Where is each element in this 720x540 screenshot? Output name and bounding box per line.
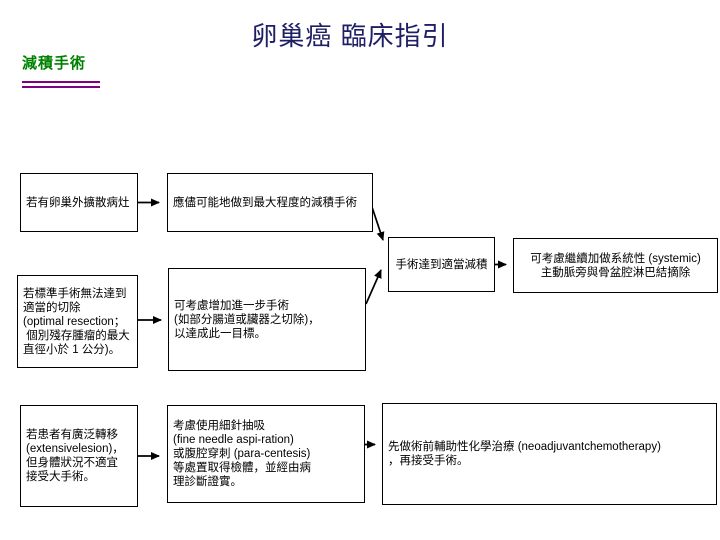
heading-underline-top (22, 81, 100, 83)
box-text-line: 主動脈旁與骨盆腔淋巴結摘除 (540, 266, 691, 279)
box-text-line: 直徑小於 1 公分)。 (23, 343, 121, 356)
page-title: 卵巢癌 臨床指引 (251, 21, 449, 51)
flow-box-extra-ovarian-spread: 若有卵巢外擴散病灶 (20, 173, 138, 232)
box-text-line: 可考慮繼續加做系統性 (systemic) (530, 252, 701, 265)
arrow-b-to-e (371, 206, 385, 241)
box-text-line: 但身體狀況不適宜 (26, 457, 118, 469)
flow-box-extensive-lesion: 若患者有廣泛轉移 (extensivelesion)， 但身體狀況不適宜 接受大… (20, 405, 138, 507)
section-heading: 減積手術 (22, 55, 87, 72)
box-text-line: (extensivelesion)， (26, 443, 124, 455)
heading-underline-bottom (22, 86, 100, 88)
flow-box-suboptimal-resection: 若標準手術無法達到 適當的切除 (optimal resection； 個別殘存… (17, 275, 138, 368)
box-text-line: 可考慮增加進一步手術 (174, 299, 289, 312)
box-text-line: (fine needle aspi-ration) (173, 434, 294, 446)
flow-box-neoadjuvant-chemo: 先做術前輔助性化學治療 (neoadjuvantchemotherapy) ，再… (382, 403, 717, 505)
arrow-d-to-e (365, 269, 382, 305)
box-text-line: 若有卵巢外擴散病灶 (26, 196, 130, 209)
box-text-line: 應儘可能地做到最大程度的減積手術 (173, 196, 357, 209)
flow-box-maximal-debulking: 應儘可能地做到最大程度的減積手術 (167, 173, 373, 232)
box-text-line: 手術達到適當減積 (395, 258, 488, 271)
box-text-line: 考慮使用細針抽吸 (173, 420, 265, 432)
box-text-line: ，再接受手術。 (388, 455, 469, 467)
box-text-line: 理診斷證實。 (173, 476, 242, 488)
box-text-line: 先做術前輔助性化學治療 (neoadjuvantchemotherapy) (388, 441, 661, 453)
flow-box-adequate-debulking: 手術達到適當減積 (388, 237, 495, 292)
box-text-line: (optimal resection； (23, 315, 126, 328)
box-text-line: 等處置取得檢體，並經由病 (173, 462, 311, 474)
flow-box-lymph-node-removal: 可考慮繼續加做系統性 (systemic) 主動脈旁與骨盆腔淋巴結摘除 (513, 238, 718, 293)
flow-box-additional-surgery: 可考慮增加進一步手術 (如部分腸道或臟器之切除)， 以達成此一目標。 (168, 268, 366, 371)
box-text-line: 個別殘存腫瘤的最大 (23, 329, 130, 342)
flow-box-fna-paracentesis: 考慮使用細針抽吸 (fine needle aspi-ration) 或腹腔穿刺… (167, 405, 365, 503)
box-text-line: 適當的切除 (23, 301, 81, 314)
box-text-line: 或腹腔穿刺 (para-centesis) (173, 448, 311, 460)
box-text-line: 接受大手術。 (26, 471, 95, 483)
box-text-line: 若患者有廣泛轉移 (26, 429, 118, 441)
box-text-line: 以達成此一目標。 (174, 327, 266, 340)
box-text-line: (如部分腸道或臟器之切除)， (174, 313, 320, 326)
box-text-line: 若標準手術無法達到 (23, 287, 127, 300)
